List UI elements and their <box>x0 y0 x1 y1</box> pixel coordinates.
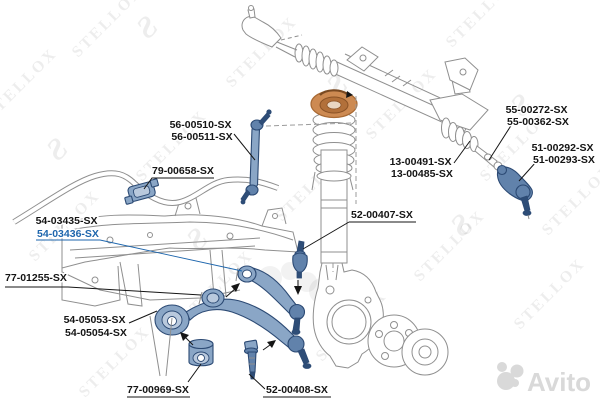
svg-text:STELLOX: STELLOX <box>0 45 61 123</box>
ball-joint-upper <box>292 240 308 279</box>
avito-watermark: Avito <box>497 362 591 397</box>
svg-text:STELLOX: STELLOX <box>539 161 600 239</box>
label-bushing-large: 54-05053-SX 54-05054-SX <box>64 314 129 339</box>
tie-rod-end-right <box>496 164 533 220</box>
wheel-hub <box>367 314 449 376</box>
label-bushing-small: 77-01255-SX <box>5 272 67 284</box>
lower-control-arm <box>154 298 312 369</box>
svg-text:Avito: Avito <box>527 367 591 397</box>
label-ball-joint-stud: 52-00408-SX <box>266 384 328 396</box>
vertical-bushing <box>188 338 214 367</box>
label-ball-joint-upper: 52-00407-SX <box>351 209 413 221</box>
strut-assembly <box>310 89 358 264</box>
label-control-arm-pair: 54-03435-SX 54-03436-SX <box>36 215 101 240</box>
stabilizer-clamp <box>124 178 159 205</box>
stellox-s-logo-icon: Ƨ <box>130 10 165 45</box>
label-stabilizer-link: 56-00510-SX 56-00511-SX <box>170 119 235 143</box>
ball-joint-stud <box>243 339 259 380</box>
stellox-s-logo-icon: Ƨ <box>40 132 75 167</box>
strut-top-mount <box>310 89 358 119</box>
upper-control-arm <box>235 265 306 335</box>
svg-text:STELLOX: STELLOX <box>511 255 589 333</box>
stabilizer-link <box>240 109 272 205</box>
steering-boot-left <box>294 43 339 77</box>
inner-tie-rod <box>474 145 503 171</box>
label-stabilizer-clamp: 79-00658-SX <box>152 165 214 177</box>
svg-text:STELLOX: STELLOX <box>443 0 521 51</box>
svg-text:STELLOX: STELLOX <box>69 0 147 61</box>
alignment-dashes <box>265 96 357 272</box>
label-steering-boot: 13-00491-SX 13-00485-SX <box>390 156 455 180</box>
label-vertical-bushing: 77-00969-SX <box>127 384 189 396</box>
label-inner-tie-rod: 55-00272-SX 55-00362-SX <box>506 104 571 128</box>
direction-arrows <box>180 280 302 351</box>
steering-rack <box>275 41 503 171</box>
leader-lines <box>5 123 537 398</box>
label-tie-rod-end: 51-00292-SX 51-00293-SX <box>532 142 597 166</box>
strut-body <box>320 149 348 264</box>
control-arm-bushing-small <box>198 288 225 308</box>
avito-logo-icon <box>497 362 524 390</box>
tie-rod-end-left <box>241 5 303 48</box>
